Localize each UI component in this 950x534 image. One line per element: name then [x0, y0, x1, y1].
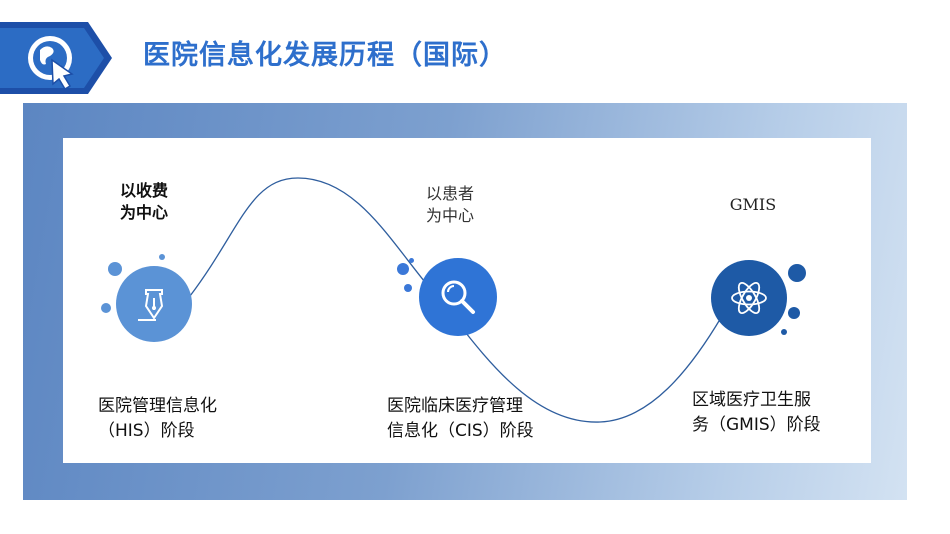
decor-dot — [159, 254, 165, 260]
stage-1-circle — [116, 266, 192, 342]
stage-1-focus: 以收费 为中心 — [119, 181, 168, 222]
decor-dot — [397, 263, 409, 275]
magnifier-icon — [441, 280, 475, 314]
decor-dot — [101, 303, 111, 313]
stage-3-focus: GMIS — [729, 195, 777, 214]
stage-3-circle — [711, 260, 787, 336]
globe-cursor-icon — [28, 36, 74, 91]
stage-3-label: 区域医疗卫生服 务（GMIS）阶段 — [692, 390, 821, 435]
atom-icon — [731, 282, 767, 314]
logo-badge — [0, 22, 112, 94]
stage-1-label: 医院管理信息化 （HIS）阶段 — [98, 396, 217, 441]
decor-dot — [781, 329, 787, 335]
decor-dot — [404, 284, 412, 292]
stage-2-circle — [419, 258, 497, 336]
decor-dot — [788, 264, 806, 282]
decor-dot — [788, 307, 800, 319]
stage-2-label: 医院临床医疗管理 信息化（CIS）阶段 — [387, 396, 534, 441]
decor-dot — [108, 262, 122, 276]
pen-nib-icon — [138, 289, 164, 321]
decor-dot — [409, 258, 414, 263]
stage-2-focus: 以患者 为中心 — [425, 184, 474, 225]
page-title: 医院信息化发展历程（国际） — [143, 40, 507, 71]
